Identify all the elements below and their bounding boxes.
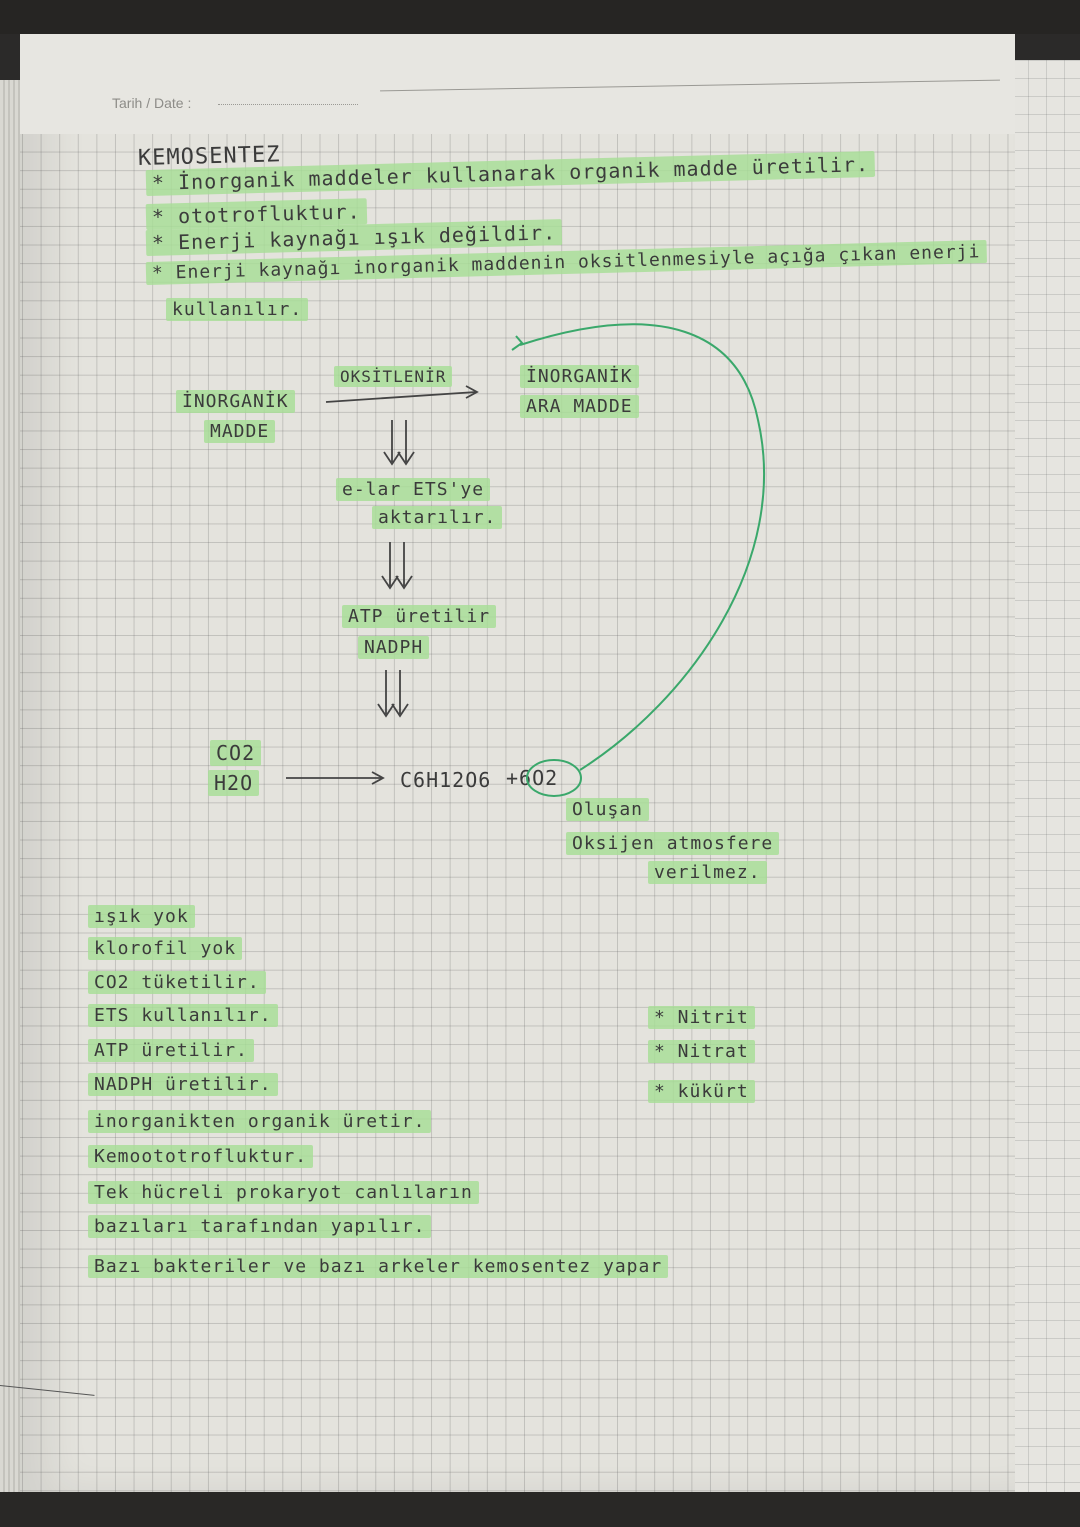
background-top: [0, 0, 1080, 34]
oxygen-note-line3: verilmez.: [648, 861, 767, 884]
background-bottom: [0, 1492, 1080, 1527]
summary-item: inorganikten organik üretir.: [88, 1110, 432, 1133]
page-header-band: [20, 34, 1015, 134]
electron-step-line1: e-lar ETS'ye: [336, 478, 491, 501]
intermediate-substance-line1: İNORGANİK: [520, 365, 639, 388]
summary-item: bazıları tarafından yapılır.: [88, 1215, 432, 1238]
atp-step-line2: NADPH: [358, 636, 430, 659]
summary-item: Kemoototrofluktur.: [88, 1145, 314, 1168]
example-item: * Nitrat: [648, 1040, 755, 1063]
oxidation-label: OKSİTLENİR: [334, 366, 453, 387]
summary-item: Bazı bakteriler ve bazı arkeler kemosent…: [88, 1255, 669, 1278]
product-glucose: C6H12O6: [400, 768, 492, 792]
electron-step-line2: aktarılır.: [372, 506, 503, 529]
reactant-co2: CO2: [210, 740, 262, 766]
oxygen-term: +6O2: [506, 766, 559, 790]
date-label: Tarih / Date :: [112, 95, 192, 111]
intermediate-substance-line2: ARA MADDE: [520, 395, 639, 418]
summary-item: klorofil yok: [88, 937, 243, 960]
summary-item: ETS kullanılır.: [88, 1004, 278, 1027]
example-item: * kükürt: [648, 1080, 755, 1103]
atp-step-line1: ATP üretilir: [342, 605, 497, 628]
summary-item: ATP üretilir.: [88, 1039, 254, 1062]
reactant-h2o: H2O: [208, 770, 260, 796]
summary-item: NADPH üretilir.: [88, 1073, 278, 1096]
example-item: * Nitrit: [648, 1006, 755, 1029]
oxygen-note-line1: Oluşan: [566, 798, 650, 821]
bullet-4-continued: kullanılır.: [166, 298, 309, 321]
date-blank-line: [218, 90, 358, 105]
summary-item: CO2 tüketilir.: [88, 971, 266, 994]
oxygen-note-line2: Oksijen atmosfere: [566, 832, 780, 855]
summary-item: Tek hücreli prokaryot canlıların: [88, 1181, 479, 1204]
inorganic-substance-line1: İNORGANİK: [176, 390, 295, 413]
next-page-edge: [1010, 60, 1080, 1492]
summary-item: ışık yok: [88, 905, 195, 928]
inorganic-substance-line2: MADDE: [204, 420, 276, 443]
